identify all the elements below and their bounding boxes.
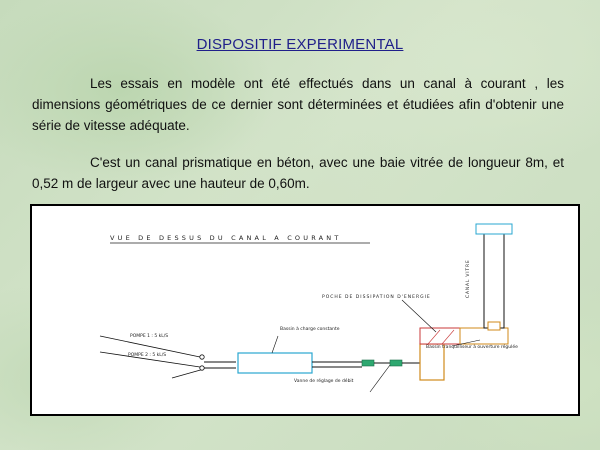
pump-2-label: POMPE 2 : 5 kL/S bbox=[128, 352, 166, 358]
pump-1-pipe bbox=[99, 335, 201, 358]
stilling-basin bbox=[459, 327, 509, 345]
pump-1-label: POMPE 1 : 5 kL/S bbox=[130, 333, 168, 339]
valve-leader bbox=[369, 364, 391, 393]
stilling-basin-leader bbox=[451, 339, 481, 347]
stilling-basin-label: Bassin tranquilliseur à ouverture régulé… bbox=[426, 343, 518, 350]
slide-title: DISPOSITIF EXPERIMENTAL bbox=[196, 36, 404, 53]
valve-label: Vanne de réglage de débit bbox=[294, 377, 354, 384]
dissipation-leader bbox=[401, 299, 437, 333]
constant-head-tank-leader bbox=[271, 335, 279, 354]
canal-description-text: C'est un canal prismatique en béton, ave… bbox=[32, 155, 564, 191]
canal-description-paragraph: C'est un canal prismatique en béton, ave… bbox=[32, 152, 564, 194]
glazed-canal-head bbox=[475, 223, 513, 235]
constant-head-tank-label-text: Bassin à charge constante bbox=[280, 325, 340, 332]
flow-valve-1 bbox=[361, 359, 375, 367]
downstream-basin bbox=[419, 343, 445, 381]
glazed-canal-outlet bbox=[487, 321, 501, 331]
dissipation-baffle-icon bbox=[427, 329, 441, 345]
canal-diagram-svg: VUE DE DESSUS DU CANAL A COURANT POMPE 1… bbox=[99, 223, 518, 393]
constant-head-tank-label: Bassin à charge constante bbox=[280, 325, 340, 332]
constant-head-tank bbox=[237, 352, 313, 374]
glazed-canal bbox=[483, 231, 505, 329]
canal-diagram: VUE DE DESSUS DU CANAL A COURANT POMPE 1… bbox=[30, 204, 580, 416]
glazed-canal-label: CANAL VITRE bbox=[465, 259, 471, 298]
pump-2-valve-icon bbox=[199, 365, 205, 371]
diagram-heading: VUE DE DESSUS DU CANAL A COURANT bbox=[110, 234, 342, 242]
flow-valve-2 bbox=[389, 359, 403, 367]
pump-return-pipe bbox=[171, 368, 205, 379]
dissipation-baffle-2-icon bbox=[441, 329, 455, 345]
intro-paragraph-text: Les essais en modèle ont été effectués d… bbox=[32, 76, 564, 133]
pump-1-valve-icon bbox=[199, 354, 205, 360]
intro-paragraph: Les essais en modèle ont été effectués d… bbox=[32, 73, 564, 136]
dissipation-label: POCHE DE DISSIPATION D'ENERGIE bbox=[322, 294, 431, 300]
pump-2-pipe bbox=[99, 351, 201, 368]
